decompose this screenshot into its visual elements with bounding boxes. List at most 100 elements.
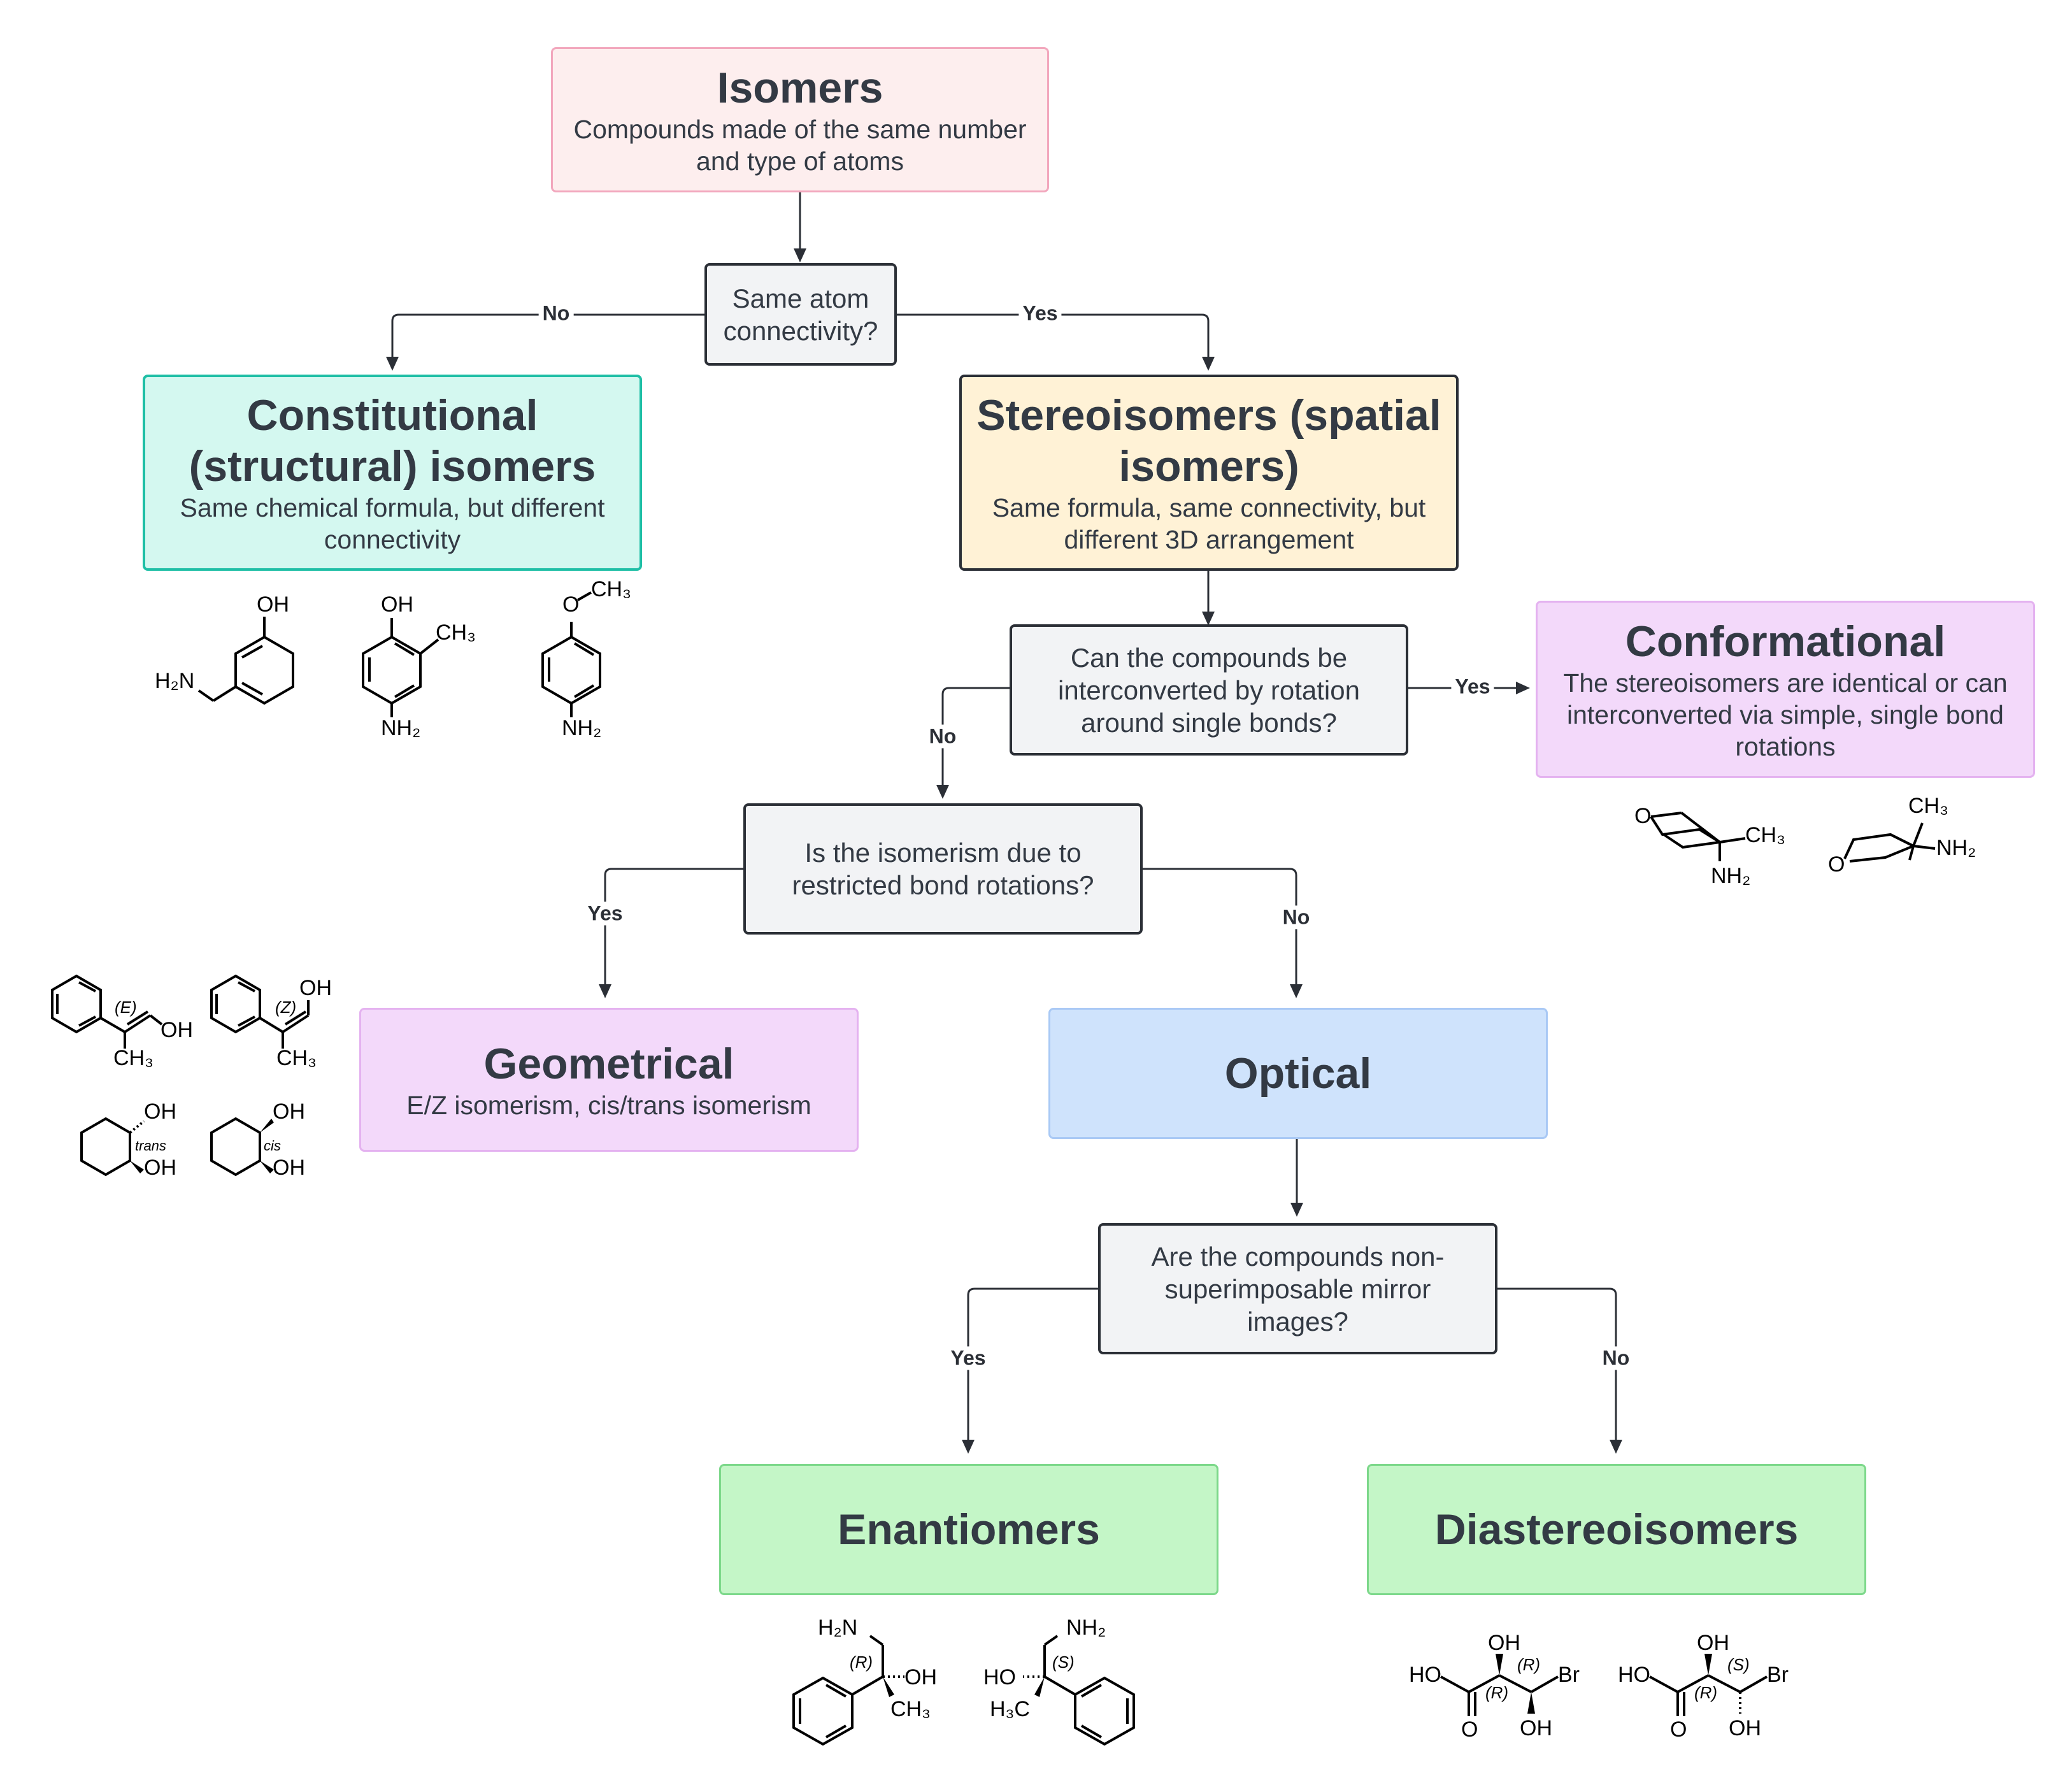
oh-label: OH [257,592,289,617]
edge-connectivity-no [391,313,704,357]
o-label: O [1670,1717,1687,1742]
cis-label: cis [264,1138,281,1154]
optical-node: Optical [1048,1008,1548,1139]
ch3-label: CH₃ [113,1046,154,1070]
oh-label: OH [273,1100,305,1124]
arrowhead [386,357,399,371]
arrowhead [962,1440,975,1454]
enantiomers-node: Enantiomers [719,1464,1218,1595]
nh2-label: NH₂ [1936,836,1976,860]
edge-connectivity-yes [896,313,1210,357]
oh-label: OH [299,976,332,1000]
o-label: O [562,592,579,617]
enantiomers-title: Enantiomers [838,1505,1100,1554]
edge-label-rotation-no: No [925,724,961,749]
edge-restricted-no [1142,868,1297,984]
arrowhead [1202,612,1215,626]
br-label: Br [1558,1663,1580,1687]
isomers-description: Compounds made of the same number and ty… [573,115,1027,176]
rotation-question-text: Can the compounds be interconverted by r… [1058,642,1360,738]
arrowhead [1516,682,1530,694]
conformational-description: The stereoisomers are identical or can i… [1563,668,2008,761]
arrowhead [599,984,611,998]
r-label: (R) [1485,1683,1508,1702]
ch3-label: CH₃ [276,1046,317,1070]
ch3-label: CH₃ [1908,794,1948,818]
ch3-label: CH₃ [890,1697,931,1721]
ho-label: HO [983,1665,1016,1689]
constitutional-node: Constitutional (structural) isomers Same… [143,375,642,571]
o-label: O [1461,1717,1478,1742]
r-label: (R) [1694,1683,1717,1702]
z-label: (Z) [275,998,296,1017]
oh-label: OH [144,1100,176,1124]
ch3-label: CH₃ [1745,823,1785,847]
oh-label: OH [161,1018,193,1042]
arrowhead [1202,357,1215,371]
oh-label: OH [1729,1716,1761,1740]
r-label: (R) [850,1652,873,1672]
br-label: Br [1767,1663,1789,1687]
geometrical-title: Geometrical [483,1040,734,1088]
edge-rotation-no [941,687,1010,785]
h3c-label: H₃C [990,1697,1030,1721]
ho-label: HO [1409,1663,1441,1687]
h2n-label: H₂N [818,1616,857,1640]
arrowhead [1610,1440,1622,1454]
nh2-label: NH₂ [381,716,420,740]
nh2-label: NH₂ [562,716,601,740]
arrowhead [1290,1203,1303,1217]
mirror-question: Are the compounds non-superimposable mir… [1098,1223,1497,1354]
ho-label: HO [1618,1663,1650,1687]
ch3-label: CH₃ [591,577,631,601]
edge-mirror-yes [967,1287,1098,1440]
oh-label: OH [904,1665,937,1689]
optical-title: Optical [1224,1049,1372,1098]
restricted-question: Is the isomerism due to restricted bond … [743,803,1143,935]
arrowhead [794,248,806,262]
edge-label-restricted-yes: Yes [583,901,627,926]
constitutional-description: Same chemical formula, but different con… [180,493,605,554]
edge-label-mirror-yes: Yes [947,1346,990,1370]
e-label: (E) [115,998,137,1017]
edge-label-connectivity-no: No [538,301,574,326]
oh-label: OH [273,1156,305,1180]
edge-restricted-yes [604,868,743,984]
diastereoisomers-title: Diastereoisomers [1434,1505,1799,1554]
s-label: (S) [1052,1652,1075,1672]
edge-label-connectivity-yes: Yes [1018,301,1062,326]
restricted-question-text: Is the isomerism due to restricted bond … [792,838,1094,900]
h2n-label: H₂N [155,669,194,693]
isomers-node: Isomers Compounds made of the same numbe… [551,47,1049,192]
stereoisomers-description: Same formula, same connectivity, but dif… [992,493,1426,554]
connectivity-question: Same atom connectivity? [704,263,897,366]
geometrical-description: E/Z isomerism, cis/trans isomerism [406,1091,811,1120]
nh2-label: NH₂ [1066,1616,1106,1640]
ch3-label: CH₃ [436,620,476,645]
stereoisomers-node: Stereoisomers (spatial isomers) Same for… [959,375,1459,571]
oh-label: OH [1697,1631,1729,1655]
connectivity-question-text: Same atom connectivity? [723,283,878,346]
oh-label: OH [1488,1631,1520,1655]
edge-label-mirror-no: No [1598,1346,1634,1370]
diastereoisomers-node: Diastereoisomers [1367,1464,1866,1595]
constitutional-title: Constitutional (structural) isomers [189,391,596,491]
arrowhead [936,785,949,799]
o-label: O [1634,804,1651,828]
mirror-question-text: Are the compounds non-superimposable mir… [1151,1241,1445,1337]
s-label: (S) [1727,1655,1750,1674]
edge-label-restricted-no: No [1278,905,1314,929]
oh-label: OH [144,1156,176,1180]
